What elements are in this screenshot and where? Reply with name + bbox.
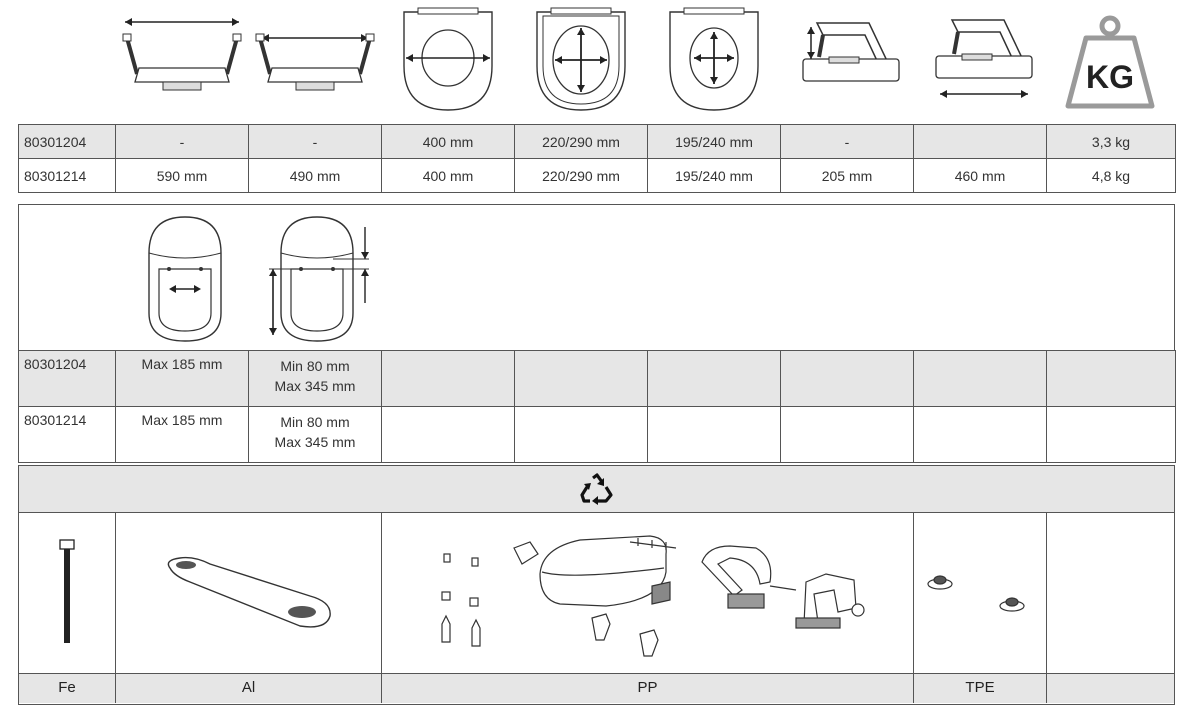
rubber-feet-icon	[927, 575, 1025, 612]
divider	[381, 512, 382, 703]
hinge-spacing-icon	[148, 216, 222, 342]
material-label-tpe: TPE	[965, 679, 995, 696]
seat-width-with-armrests-icon	[115, 4, 248, 116]
table-cell: 4,8 kg	[1046, 158, 1176, 193]
weight-kg-icon: KG	[1046, 4, 1174, 116]
table-row: 80301214 590 mm 490 mm 400 mm 220/290 mm…	[18, 158, 1176, 193]
table-cell: 195/240 mm	[647, 124, 781, 159]
table-cell: -	[780, 124, 914, 159]
seat-depth-icon	[913, 4, 1046, 116]
material-label-pp: PP	[637, 679, 658, 696]
recycle-band	[19, 466, 1174, 512]
materials-box	[18, 465, 1175, 705]
seat-opening-dimensions-icon	[514, 4, 647, 116]
min-value: Min 80 mm	[280, 358, 350, 374]
divider	[913, 512, 914, 703]
divider	[19, 512, 1174, 513]
product-code: 80301204	[18, 124, 116, 159]
table-cell: 460 mm	[913, 158, 1047, 193]
product-code: 80301214	[18, 158, 116, 193]
table-row: 80301214 Max 185 mm Min 80 mm Max 345 mm	[18, 406, 1176, 463]
icon-row: KG	[0, 0, 1179, 124]
table-cell: 220/290 mm	[514, 158, 648, 193]
table-cell: -	[115, 124, 249, 159]
plastic-parts-icon	[441, 535, 865, 657]
table-row: 80301204 Max 185 mm Min 80 mm Max 345 mm	[18, 350, 1176, 407]
max-value: Max 345 mm	[274, 434, 356, 450]
table-cell: Min 80 mm Max 345 mm	[248, 406, 382, 463]
table-cell	[913, 124, 1047, 159]
table-cell: 220/290 mm	[514, 124, 648, 159]
table-cell: 205 mm	[780, 158, 914, 193]
divider	[1046, 512, 1047, 703]
table-cell: 400 mm	[381, 158, 515, 193]
table-cell: -	[248, 124, 382, 159]
recycle-icon	[579, 473, 613, 505]
max-value: Max 345 mm	[274, 378, 356, 394]
table-cell: 490 mm	[248, 158, 382, 193]
table-cell: Max 185 mm	[115, 406, 249, 463]
seat-height-icon	[780, 4, 913, 116]
table-cell: Min 80 mm Max 345 mm	[248, 350, 382, 407]
table-cell: 3,3 kg	[1046, 124, 1176, 159]
dimensions-table: 80301204 - - 400 mm 220/290 mm 195/240 m…	[18, 124, 1176, 193]
product-code: 80301204	[18, 350, 116, 407]
material-label-band	[19, 673, 1174, 703]
hinge-table: 80301204 Max 185 mm Min 80 mm Max 345 mm…	[18, 350, 1176, 463]
aluminium-bar-icon	[167, 556, 331, 628]
seat-opening-diagonal-icon	[647, 4, 780, 116]
hinge-icons-box	[18, 204, 1175, 351]
bolt-part-icon	[59, 539, 75, 643]
divider	[115, 512, 116, 703]
material-label-al: Al	[241, 679, 256, 696]
table-cell: 195/240 mm	[647, 158, 781, 193]
min-value: Min 80 mm	[280, 414, 350, 430]
armrest-inner-width-icon	[248, 4, 381, 116]
table-row: 80301204 - - 400 mm 220/290 mm 195/240 m…	[18, 124, 1176, 159]
material-label-fe: Fe	[58, 679, 76, 696]
weight-icon-label: KG	[1086, 59, 1134, 95]
hinge-position-range-icon	[269, 216, 369, 342]
table-cell: 400 mm	[381, 124, 515, 159]
product-code: 80301214	[18, 406, 116, 463]
seat-opening-width-icon	[381, 4, 514, 116]
table-cell: 590 mm	[115, 158, 249, 193]
divider	[19, 673, 1174, 674]
table-cell: Max 185 mm	[115, 350, 249, 407]
